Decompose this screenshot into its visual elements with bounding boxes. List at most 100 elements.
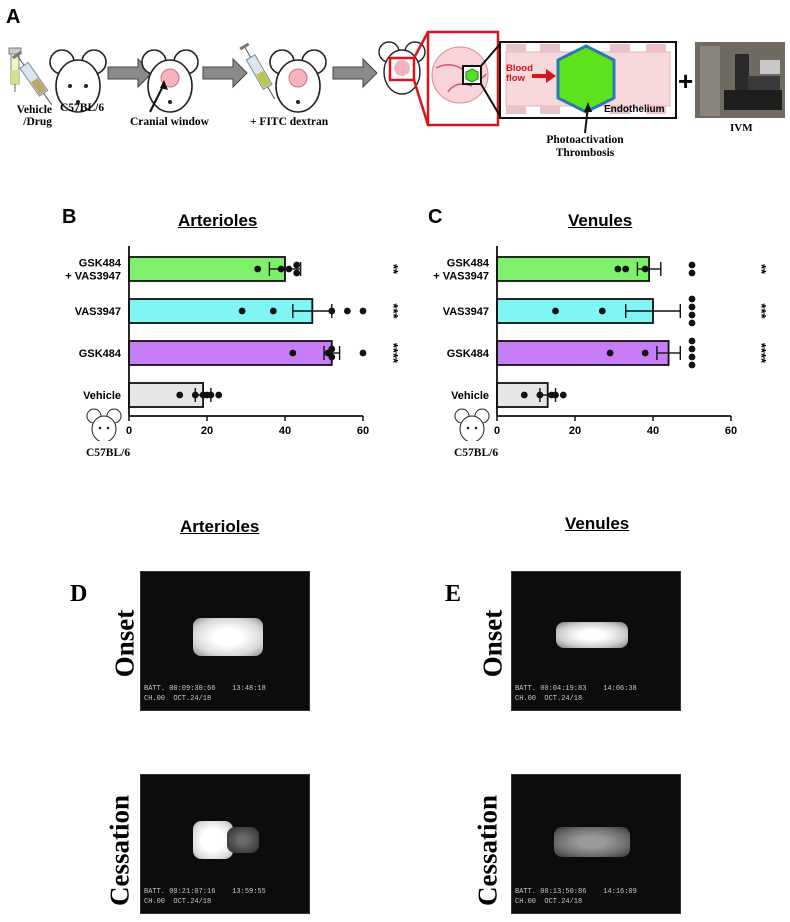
data-point xyxy=(688,261,696,269)
data-point xyxy=(359,307,367,315)
osd-line: CH.00 OCT.24/18 xyxy=(515,695,583,703)
significance-label: **** xyxy=(754,343,769,364)
category-label: GSK484 xyxy=(79,258,122,270)
workflow-diagram xyxy=(8,30,785,134)
arterioles-image-title: Arterioles xyxy=(180,517,260,536)
strain-label-c: C57BL/6 xyxy=(454,447,499,459)
arrow-icon xyxy=(202,57,248,89)
significance-label: *** xyxy=(386,303,401,319)
osd-line: CH.00 OCT.24/18 xyxy=(144,898,212,906)
syringe-icon xyxy=(8,47,53,105)
osd-line: BATT. 00:04:19:83 14:06:38 xyxy=(515,685,637,693)
data-point xyxy=(207,391,215,399)
vehicle-drug-label: Vehicle /Drug xyxy=(16,104,52,128)
osd-line: CH.00 OCT.24/18 xyxy=(515,898,583,906)
venules-bar-chart: GSK484+ VAS3947**VAS3947***GSK484****Veh… xyxy=(433,246,769,437)
arteriole-cessation-image: BATT. 00:21:07:16 13:59:55 CH.00 OCT.24/… xyxy=(140,774,310,914)
syringe-icon xyxy=(239,42,276,100)
bar xyxy=(128,340,333,366)
data-point xyxy=(606,349,614,357)
data-point xyxy=(254,265,262,273)
category-label: GSK484 xyxy=(447,348,490,360)
cessation-label-e: Cessation xyxy=(472,795,503,907)
mouse-icon xyxy=(49,49,107,113)
data-point xyxy=(688,303,696,311)
category-label: GSK484 xyxy=(447,258,490,270)
data-point xyxy=(238,307,246,315)
data-point xyxy=(215,391,223,399)
mouse-icon xyxy=(141,49,199,113)
data-point xyxy=(293,269,301,277)
arterioles-bar-chart: GSK484+ VAS3947**VAS3947***GSK484****Veh… xyxy=(65,246,401,437)
ivm-label: IVM xyxy=(730,122,753,134)
data-point xyxy=(688,319,696,327)
panel-b-letter: B xyxy=(62,206,77,228)
data-point xyxy=(622,265,630,273)
x-tick-label: 60 xyxy=(725,425,737,437)
category-label: Vehicle xyxy=(83,390,121,402)
data-point xyxy=(328,345,336,353)
photoactivation-label: Photoactivation Thrombosis xyxy=(546,134,624,159)
panel-a-letter: A xyxy=(6,6,21,28)
data-point xyxy=(598,307,606,315)
arterioles-chart-title: Arterioles xyxy=(178,211,258,230)
osd-line: BATT. 00:21:07:16 13:59:55 xyxy=(144,888,266,896)
arteriole-onset-image: BATT. 00:09:30:66 13:48:18 CH.00 OCT.24/… xyxy=(140,571,310,711)
panel-e-letter: E xyxy=(445,581,462,607)
onset-label-d: Onset xyxy=(109,609,140,678)
x-tick-label: 20 xyxy=(569,425,581,437)
data-point xyxy=(520,391,528,399)
data-point xyxy=(536,391,544,399)
cranial-window-label: Cranial window xyxy=(130,116,209,128)
panel-c-letter: C xyxy=(428,206,443,228)
osd-line: CH.00 OCT.24/18 xyxy=(144,695,212,703)
data-point xyxy=(614,265,622,273)
bar xyxy=(128,256,286,282)
data-point xyxy=(176,391,184,399)
onset-label-e: Onset xyxy=(477,609,508,678)
venule-onset-image: BATT. 00:04:19:83 14:06:38 CH.00 OCT.24/… xyxy=(511,571,681,711)
strain-label-b: C57BL/6 xyxy=(86,447,131,459)
venule-cessation-image: BATT. 00:13:50:86 14:16:09 CH.00 OCT.24/… xyxy=(511,774,681,914)
mouse-icon xyxy=(454,408,490,441)
mouse-icon xyxy=(86,408,122,441)
blood-flow-label: Blood flow xyxy=(506,63,533,84)
mouse-icon xyxy=(269,49,327,113)
data-point xyxy=(552,307,559,315)
x-tick-label: 40 xyxy=(279,425,291,437)
x-tick-label: 0 xyxy=(126,425,132,437)
data-point xyxy=(191,391,199,399)
x-tick-label: 60 xyxy=(357,425,369,437)
venules-image-title: Venules xyxy=(565,514,630,533)
data-point xyxy=(344,307,351,315)
x-tick-label: 20 xyxy=(201,425,213,437)
plus-sign: + xyxy=(678,66,694,96)
data-point xyxy=(285,265,293,273)
category-label: + VAS3947 xyxy=(433,271,489,283)
data-point xyxy=(688,361,696,369)
data-point xyxy=(641,265,649,273)
bar xyxy=(128,298,314,324)
data-point xyxy=(293,261,301,269)
osd-line: BATT. 00:09:30:66 13:48:18 xyxy=(144,685,266,693)
panel-d-letter: D xyxy=(70,581,88,607)
data-point xyxy=(688,269,696,277)
significance-label: **** xyxy=(386,343,401,364)
arrow-icon xyxy=(332,57,378,89)
significance-label: *** xyxy=(754,303,769,319)
thrombus-hexagon xyxy=(556,44,616,114)
category-label: VAS3947 xyxy=(75,306,121,318)
data-point xyxy=(552,391,559,399)
x-tick-label: 40 xyxy=(647,425,659,437)
venules-chart-title: Venules xyxy=(568,211,633,230)
data-point xyxy=(688,311,696,319)
data-point xyxy=(559,391,567,399)
category-label: Vehicle xyxy=(451,390,489,402)
strain-label: C57BL/6 xyxy=(60,102,105,114)
x-tick-label: 0 xyxy=(494,425,500,437)
data-point xyxy=(289,349,297,357)
category-label: + VAS3947 xyxy=(65,271,121,283)
data-point xyxy=(277,265,285,273)
fitc-label: + FITC dextran xyxy=(250,116,329,128)
significance-label: ** xyxy=(386,264,401,275)
